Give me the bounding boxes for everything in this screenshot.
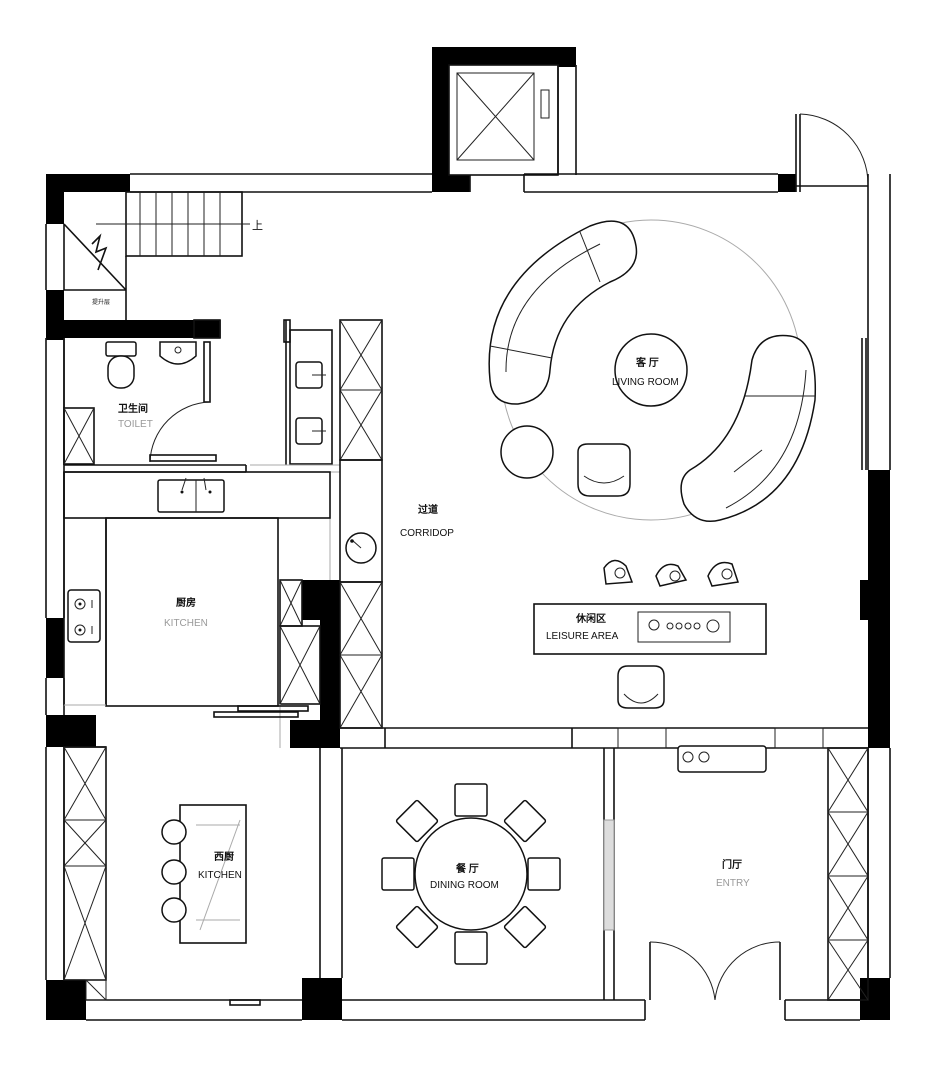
kitchen-label-en: KITCHEN [164,618,208,629]
kitchen: 厨房 KITCHEN [63,471,331,748]
small-chair-3 [707,561,739,587]
living-label-cn: 客 厅 [635,356,659,369]
entry: 门厅 ENTRY [649,745,869,1001]
corridor-label-cn: 过道 [418,503,438,516]
staircase: 上 提升层 [63,191,263,320]
corridor: 过道 CORRIDOP [400,503,454,539]
living-label-en: LIVING ROOM [612,377,679,388]
corridor-cabinets [339,319,383,729]
walls [46,47,890,1020]
leisure-label-en: LEISURE AREA [546,631,619,642]
small-room-label: 提升层 [92,298,110,306]
living-room: 客 厅 LIVING ROOM [488,219,817,522]
kitchen-label-cn: 厨房 [176,596,196,609]
dining-label-cn: 餐 厅 [455,862,479,875]
leisure-area: 休闲区 LEISURE AREA [533,559,767,709]
small-chair-2 [655,563,688,587]
entry-label-cn: 门厅 [722,858,742,871]
small-chair-1 [603,559,634,585]
west-kitchen: 西厨 KITCHEN [63,746,261,1006]
toilet-room: 卫生间 TOILET [63,319,247,473]
stair-up-label: 上 [252,219,263,232]
vanity-area [250,319,340,580]
toilet-label-en: TOILET [118,419,153,430]
west-kitchen-label-en: KITCHEN [198,870,242,881]
dining-room: 餐 厅 DINING ROOM [381,783,561,965]
west-kitchen-label-cn: 西厨 [214,851,234,863]
toilet-label-cn: 卫生间 [118,402,148,415]
dining-label-en: DINING ROOM [430,880,499,891]
corridor-label-en: CORRIDOP [400,528,454,539]
leisure-label-cn: 休闲区 [575,612,606,625]
entry-label-en: ENTRY [716,878,750,889]
